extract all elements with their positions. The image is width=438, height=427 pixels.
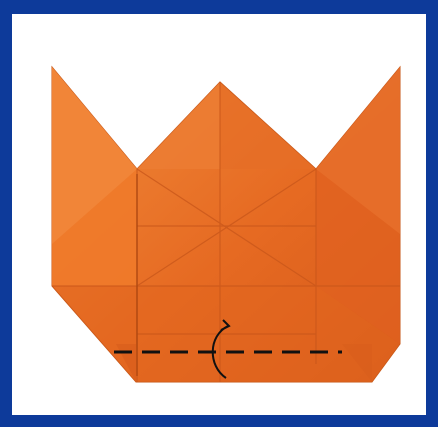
photo-area	[12, 14, 426, 415]
origami-illustration	[12, 14, 426, 415]
